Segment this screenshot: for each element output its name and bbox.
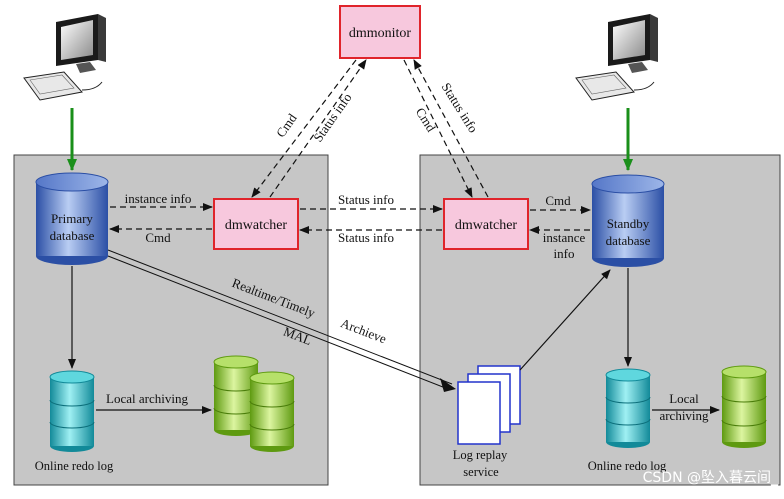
log-replay-label-2: service [463, 465, 499, 479]
dmwatcher-right-label: dmwatcher [455, 218, 518, 233]
label-local-archiving-right-1: Local [669, 391, 699, 406]
archive-cylinders-left [213, 355, 295, 452]
label-local-archiving-left: Local archiving [106, 391, 188, 406]
arrow-mal-lower [107, 255, 449, 390]
dmmonitor-label: dmmonitor [349, 26, 412, 41]
label-cmd-right: Cmd [545, 193, 571, 208]
arrow-mal-head [440, 378, 456, 392]
online-redo-left-label: Online redo log [35, 459, 114, 473]
label-instance-right-1: instance [543, 230, 586, 245]
dmwatcher-left-box [213, 198, 299, 250]
standby-label-1: Standby [607, 216, 650, 231]
label-instance-right-2: info [554, 246, 575, 261]
label-instance-info-left: instance info [125, 191, 192, 206]
archive-cylinder-right [721, 365, 767, 448]
primary-label-1: Primary [51, 211, 93, 226]
label-monitor-status-right: Status info [439, 80, 481, 135]
dmwatcher-left-label: dmwatcher [225, 218, 288, 233]
label-local-archiving-right-2: archiving [659, 408, 709, 423]
online-redo-log-left [49, 370, 95, 452]
primary-database [35, 172, 109, 265]
label-monitor-cmd-right: Cmd [413, 105, 439, 135]
label-status-info-bottom: Status info [338, 230, 394, 245]
label-status-info-top: Status info [338, 192, 394, 207]
log-replay-label-1: Log replay [453, 448, 508, 462]
online-redo-right-label: Online redo log [588, 459, 667, 473]
label-monitor-cmd-left: Cmd [273, 110, 300, 140]
computer-icon-left [23, 14, 106, 101]
standby-label-2: database [606, 233, 651, 248]
arrow-monitor-cmd-left [251, 59, 357, 198]
watermark-text: CSDN @坠入暮云间_ [643, 470, 779, 486]
computer-icon-right [575, 14, 658, 101]
primary-label-2: database [50, 228, 95, 243]
label-cmd-left: Cmd [145, 230, 171, 245]
arrow-monitor-status-left [269, 59, 367, 198]
arrow-monitor-status-right [413, 59, 489, 198]
arrow-log-replay-standby [519, 269, 611, 371]
standby-database [591, 174, 665, 267]
dmmonitor-box [339, 5, 421, 59]
label-monitor-status-left: Status info [310, 90, 354, 144]
log-replay-service-icon [457, 365, 521, 445]
arrow-mal-upper [107, 249, 453, 385]
arrow-monitor-cmd-right [403, 59, 473, 198]
dmwatcher-right-box [443, 198, 529, 250]
label-archieve: Archieve [339, 315, 389, 346]
online-redo-log-right [605, 368, 651, 448]
